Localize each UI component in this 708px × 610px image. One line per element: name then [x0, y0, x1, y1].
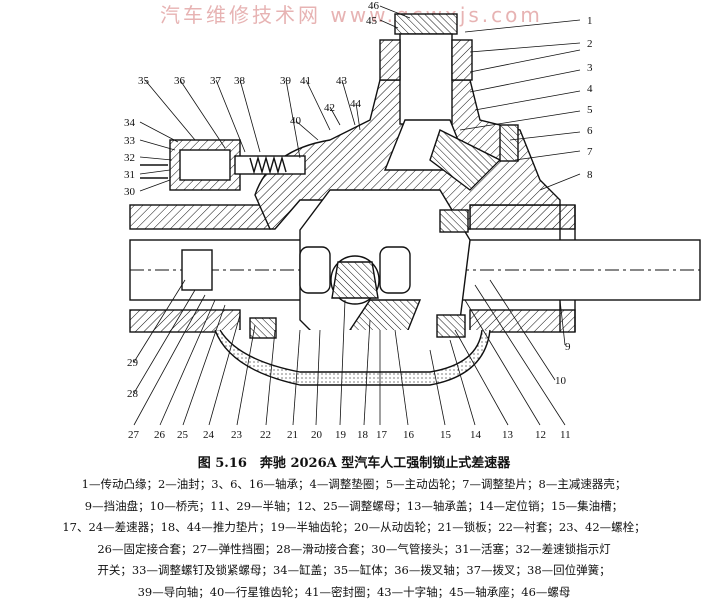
callout-36: 36 — [174, 75, 186, 87]
callout-17: 17 — [376, 429, 388, 441]
callout-4: 4 — [587, 83, 593, 95]
callout-19: 19 — [335, 429, 347, 441]
caption-line-4: 26—固定接合套；27—弹性挡圈；28—滑动接合套；30—气管接头；31—活塞；… — [97, 541, 611, 556]
callout-44: 44 — [350, 98, 362, 110]
callout-32: 32 — [124, 152, 135, 164]
housing-outline — [129, 13, 701, 386]
caption-line-6: 39—导向轴；40—行星锥齿轮；41—密封圈；43—十字轴；45—轴承座；46—… — [137, 584, 571, 599]
callout-31: 31 — [124, 169, 135, 181]
callout-42: 42 — [324, 102, 335, 114]
callout-9: 9 — [565, 341, 571, 353]
callout-2: 2 — [587, 38, 593, 50]
caption-line-2: 9—挡油盘；10—桥壳；11、29—半轴；12、25—调整螺母；13—轴承盖；1… — [84, 498, 624, 513]
figure-caption-body: 1—传动凸缘；2—油封；3、6、16—轴承；4—调整垫圈；5—主动齿轮；7—调整… — [6, 474, 702, 604]
leader-lines — [133, 5, 581, 426]
callout-28: 28 — [127, 388, 139, 400]
callout-37: 37 — [210, 75, 222, 87]
callout-45: 45 — [366, 15, 378, 27]
callout-39: 39 — [280, 75, 292, 87]
watermark-text: 汽车维修技术网 www.qcwxjs.com — [160, 3, 543, 27]
callout-1: 1 — [587, 15, 593, 27]
callout-11: 11 — [560, 429, 571, 441]
callout-22: 22 — [260, 429, 271, 441]
callout-23: 23 — [231, 429, 243, 441]
callout-40: 40 — [290, 115, 302, 127]
callout-20: 20 — [311, 429, 323, 441]
callout-21: 21 — [287, 429, 298, 441]
caption-line-3: 17、24—差速器；18、44—推力垫片；19—半轴齿轮；20—从动齿轮；21—… — [62, 520, 646, 535]
callout-7: 7 — [587, 146, 593, 158]
caption-line-1: 1—传动凸缘；2—油封；3、6、16—轴承；4—调整垫圈；5—主动齿轮；7—调整… — [81, 477, 627, 491]
callout-35: 35 — [138, 75, 150, 87]
callout-38: 38 — [234, 75, 246, 87]
callout-26: 26 — [154, 429, 166, 441]
callout-5: 5 — [587, 104, 593, 116]
callout-25: 25 — [177, 429, 189, 441]
callout-15: 15 — [440, 429, 452, 441]
callout-6: 6 — [587, 125, 593, 137]
callout-16: 16 — [403, 429, 415, 441]
callout-33: 33 — [124, 135, 136, 147]
callout-labels: 1 2 3 4 5 6 7 8 9 10 11 12 13 14 15 16 1… — [124, 0, 593, 441]
figure-caption-title: 图 5.16 奔驰 2026A 型汽车人工强制锁止式差速器 — [197, 456, 511, 471]
callout-13: 13 — [502, 429, 514, 441]
callout-14: 14 — [470, 429, 482, 441]
callout-8: 8 — [587, 169, 593, 181]
differential-section-drawing: 汽车维修技术网 www.qcwxjs.com — [124, 0, 701, 441]
callout-18: 18 — [357, 429, 369, 441]
callout-27: 27 — [128, 429, 140, 441]
callout-29: 29 — [127, 357, 139, 369]
callout-43: 43 — [336, 75, 348, 87]
callout-46: 46 — [368, 0, 380, 12]
callout-34: 34 — [124, 117, 136, 129]
caption-line-5: 开关；33—调整螺钉及锁紧螺母；34—缸盖；35—缸体；36—拨叉轴；37—拨叉… — [97, 563, 611, 578]
callout-12: 12 — [535, 429, 546, 441]
callout-3: 3 — [587, 62, 593, 74]
callout-30: 30 — [124, 186, 136, 198]
callout-41: 41 — [300, 75, 311, 87]
callout-24: 24 — [203, 429, 215, 441]
callout-10: 10 — [555, 375, 567, 387]
